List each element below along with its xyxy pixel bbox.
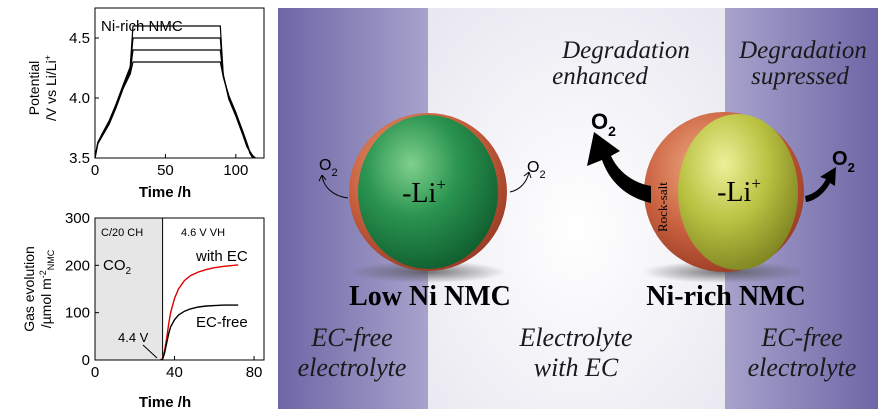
degradation-suppressed-line1: Degradation: [738, 37, 867, 64]
low-ni-o2-arrow-left: [321, 174, 349, 199]
gas-evolution-chart: 0 40 80 0 100 200 300 C/20 CH 4.6 V VH CO2 wit…: [21, 210, 265, 411]
gas-x-axis-label: Time /h: [139, 394, 191, 411]
co2-label: CO2: [103, 257, 132, 277]
gas-y-axis-label-line2: /µmol m-2NMC: [38, 249, 56, 328]
gas-y-tick-label-1: 100: [65, 305, 90, 322]
low-ni-core-label: -Li+: [402, 175, 446, 209]
low-ni-nmc-label: Low Ni NMC: [349, 281, 511, 312]
potential-x-tick-label-0: 0: [91, 162, 99, 179]
low-ni-o2-arrow-right: [509, 171, 530, 193]
right-electrolyte-line1: EC-free: [760, 323, 842, 352]
degradation-enhanced-line2: enhanced: [552, 63, 648, 90]
center-electrolyte-line2: with EC: [534, 353, 619, 382]
gas-series-group: [160, 264, 239, 361]
gas-x-tick-label-2: 80: [246, 364, 263, 381]
left-electrolyte-line1: EC-free: [310, 323, 392, 352]
ni-rich-o2-right-label: O2: [832, 148, 855, 175]
ni-rich-o2-left-label: O2: [591, 109, 616, 139]
gas-x-tick-label-1: 40: [166, 364, 183, 381]
gas-x-tick-label-0: 0: [91, 364, 99, 381]
low-ni-particle: -Li+: [349, 113, 507, 283]
potential-y-axis-label: Potential/V vs Li/Li+: [26, 55, 59, 121]
center-electrolyte-line1: Electrolyte: [518, 323, 632, 352]
schematic-panel: Degradation enhanced Degradation supress…: [278, 8, 878, 409]
gas-series-1: [160, 264, 239, 361]
potential-chart-frame: [94, 7, 265, 159]
low-ni-o2-arrowhead-right: [523, 171, 532, 179]
low-ni-shadow: [350, 261, 506, 283]
rock-salt-label: Rock-salt: [655, 182, 670, 232]
potential-x-axis-label: Time /h: [139, 184, 191, 201]
vh-phase-label: 4.6 V VH: [181, 227, 225, 239]
right-electrolyte-line2: electrolyte: [748, 353, 857, 382]
potential-series-group: [94, 25, 256, 159]
ni-rich-core: [678, 114, 798, 270]
gas-ticks-group: 0 40 80 0 100 200 300: [65, 210, 262, 381]
ni-rich-particle: -Li+ Rock-salt: [642, 112, 806, 283]
small-o2-release-arrow: [805, 167, 836, 202]
gas-series-2: [160, 304, 239, 361]
potential-series-4: [94, 25, 256, 159]
ch-phase-shading: [95, 218, 163, 360]
with-ec-series-label: with EC: [195, 248, 248, 265]
annotation-pointer: [142, 344, 158, 359]
potential-y-tick-label-0: 3.5: [69, 150, 90, 167]
degradation-suppressed-line2: supressed: [751, 63, 849, 90]
ch-phase-label: C/20 CH: [101, 227, 143, 239]
voltage-annotation: 4.4 V: [118, 330, 149, 345]
low-ni-o2-arrowhead-left: [318, 174, 327, 182]
ec-free-series-label: EC-free: [196, 314, 248, 331]
potential-series-2: [94, 49, 254, 159]
gas-y-tick-label-3: 300: [65, 210, 90, 227]
degradation-enhanced-line1: Degradation: [561, 37, 690, 64]
low-ni-o2-left-label: O2: [319, 157, 338, 179]
gas-y-axis-label-line1: Gas evolution: [21, 246, 37, 332]
potential-series-1: [94, 61, 254, 159]
large-o2-release-arrow: [587, 132, 651, 203]
potential-ticks-group: 0 50 100 3.5 4.0 4.5: [69, 30, 248, 179]
low-ni-core: [358, 115, 498, 269]
potential-x-tick-label-2: 100: [223, 162, 248, 179]
gas-y-tick-label-0: 0: [82, 352, 90, 369]
low-ni-o2-right-label: O2: [527, 159, 546, 181]
left-electrolyte-line2: electrolyte: [298, 353, 407, 382]
ni-rich-nmc-label: Ni-rich NMC: [646, 281, 805, 312]
potential-y-tick-label-2: 4.5: [69, 30, 90, 47]
ni-rich-core-label: -Li+: [717, 174, 761, 208]
potential-y-tick-label-1: 4.0: [69, 90, 90, 107]
gas-chart-frame: [94, 217, 265, 361]
gas-y-tick-label-2: 200: [65, 257, 90, 274]
potential-x-tick-label-1: 50: [157, 162, 174, 179]
potential-chart-title: Ni-rich NMC: [101, 18, 183, 35]
potential-chart: 0 50 100 3.5 4.0 4.5 Ni-rich NMC Time /h Pote…: [26, 7, 265, 201]
